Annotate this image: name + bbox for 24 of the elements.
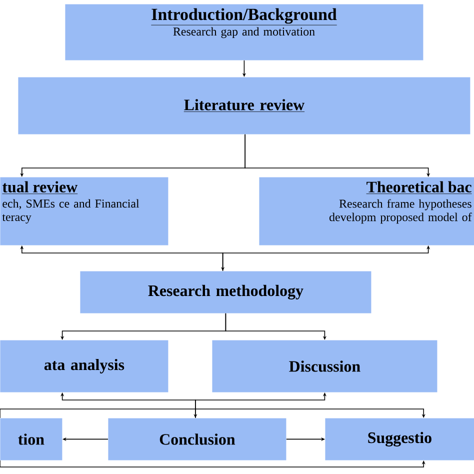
box-heading: Research methodology xyxy=(148,284,304,300)
process-box xyxy=(259,177,474,246)
process-box xyxy=(80,271,372,314)
box-heading: Suggestio xyxy=(368,432,432,446)
box-heading: Discussion xyxy=(289,360,360,372)
box-heading: ata analysis xyxy=(44,358,124,374)
process-box xyxy=(65,4,424,60)
process-box xyxy=(0,177,168,246)
process-box xyxy=(0,418,62,460)
box-text: Research frame hypotheses developm proposed model of xyxy=(329,199,472,224)
box-heading: Theoretical bac xyxy=(366,181,472,194)
box-text: ech, SMEs ce and Financial teracy xyxy=(2,199,140,224)
process-box xyxy=(212,340,438,392)
process-box xyxy=(325,418,474,460)
process-box xyxy=(18,77,470,134)
box-heading: tual review xyxy=(2,181,78,194)
box-text: Research gap and motivation xyxy=(173,27,315,38)
box-heading: Literature review xyxy=(184,99,305,112)
arrow xyxy=(0,408,426,418)
process-box xyxy=(108,418,286,460)
process-box xyxy=(0,340,168,392)
box-heading: Introduction/Background xyxy=(150,8,338,26)
box-heading: Conclusion xyxy=(160,434,236,445)
box-heading: tion xyxy=(18,434,44,445)
